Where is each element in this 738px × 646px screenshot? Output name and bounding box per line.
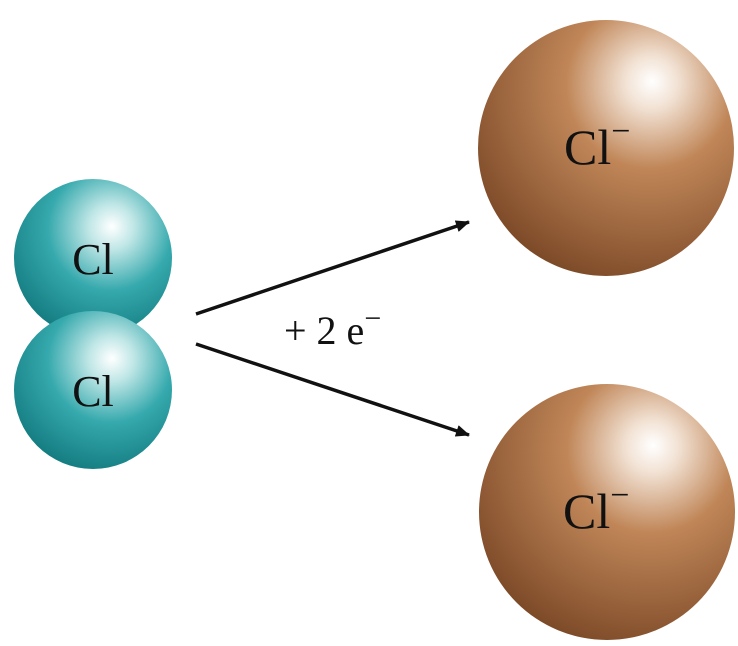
- chlorine-atom-bottom: Cl: [14, 311, 172, 469]
- ion-charge-top: −: [611, 113, 630, 150]
- ion-charge-bottom: −: [610, 477, 629, 514]
- chloride-ion-top: Cl−: [478, 20, 734, 276]
- chlorine-atom-top: Cl: [14, 179, 172, 337]
- atom-label-top: Cl: [72, 235, 114, 284]
- electrons-prefix: + 2 e: [284, 308, 364, 353]
- ion-symbol-top: Cl: [564, 119, 611, 175]
- atom-label-bottom: Cl: [72, 367, 114, 416]
- ion-label-bottom: Cl−: [563, 477, 629, 539]
- chloride-ion-bottom: Cl−: [479, 384, 735, 640]
- chlorine-molecule: Cl Cl: [14, 179, 172, 469]
- electrons-charge: −: [364, 302, 381, 335]
- ion-label-top: Cl−: [564, 113, 630, 175]
- arrow-lower: [195, 342, 470, 437]
- arrow-upper: [195, 220, 470, 316]
- ion-symbol-bottom: Cl: [563, 483, 610, 539]
- electrons-label: + 2 e−: [284, 302, 381, 353]
